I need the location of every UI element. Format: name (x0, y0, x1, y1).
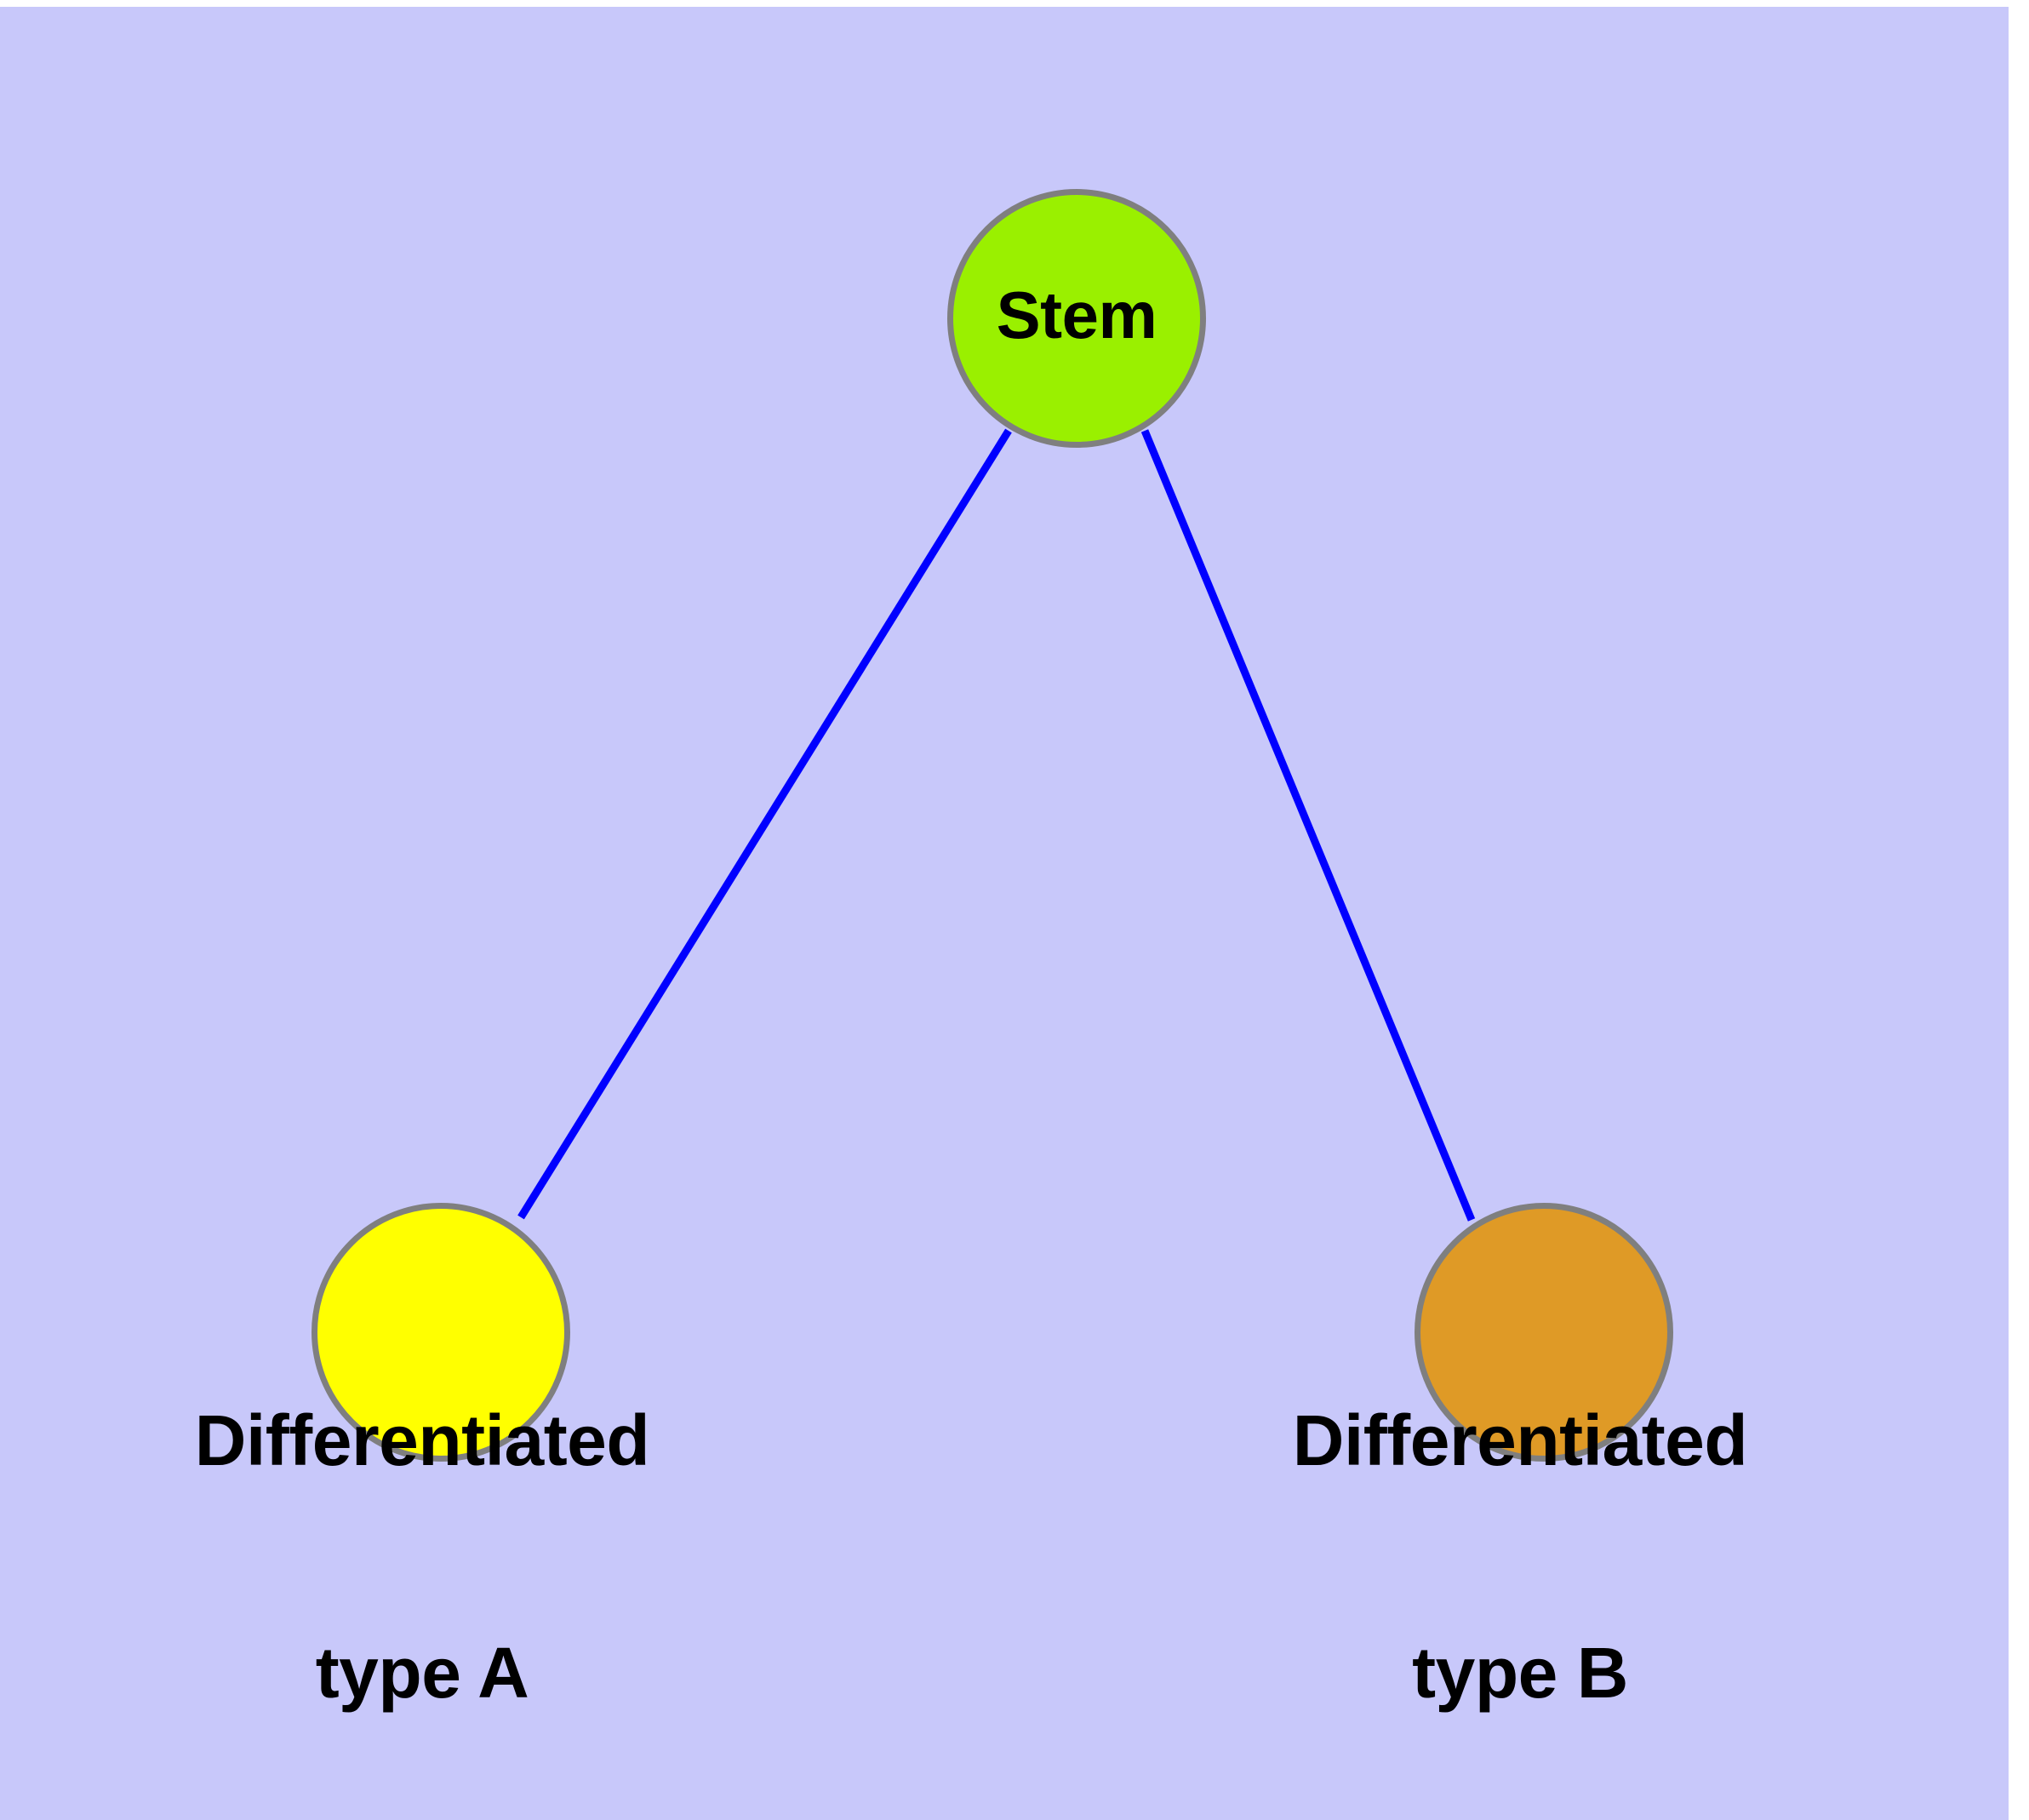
edge-stem-to-diff-a (517, 428, 1012, 1220)
node-differentiated-type-a-label-line2: type A (315, 1632, 529, 1713)
node-differentiated-type-a[interactable] (311, 1203, 570, 1462)
node-differentiated-type-b[interactable] (1415, 1203, 1673, 1462)
edge-stem-to-diff-b (1140, 429, 1476, 1222)
node-differentiated-type-b-label-line2: type B (1412, 1632, 1628, 1713)
node-stem[interactable] (947, 189, 1206, 448)
diagram-plot-area: Stem Differentiated type A Differentiate… (0, 7, 2009, 1820)
